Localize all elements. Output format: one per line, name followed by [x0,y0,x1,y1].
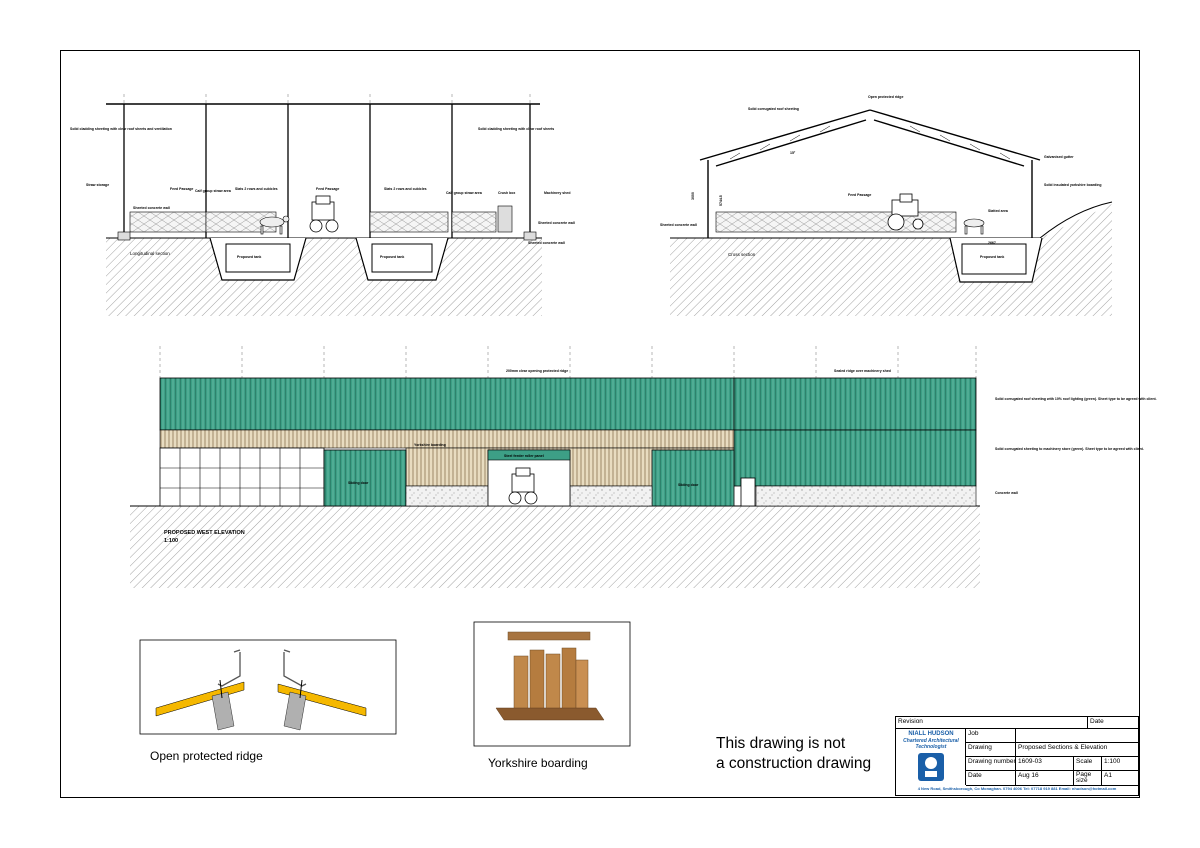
section-label: Calf group straw area [195,189,231,193]
elevation-scale: 1:100 [164,538,178,544]
section-label: Feed Passage [170,187,193,191]
section-note: Solid corrugated roof sheeting [748,107,799,111]
boarding-detail [473,621,631,747]
section-label: Sheeted concrete wall [528,241,565,245]
firm-address: 4 New Road, Smithsborough, Co Monaghan. … [917,786,1117,791]
elevation-note: Solid corrugated roof sheeting with 10% … [995,397,1157,401]
tank-label: Proposed tank [980,255,1004,259]
elevation-note: Sealed ridge over machinery shed [834,369,891,373]
firm-name: NIALL HUDSON [908,731,954,737]
cross-section-title: Cross section [728,252,756,257]
dimension-label: 5744.5 [719,195,723,206]
drawing-sheet [60,50,1140,798]
drawing-label: Drawing [966,743,1016,757]
section-label: Sheeted concrete wall [133,206,170,210]
title-block: Revision Date NIALL HUDSON Chartered Arc… [895,716,1139,796]
elevation-note: 200mm clear opening protected ridge [506,369,568,373]
dimension-label: 15° [790,151,796,155]
cross-section: Cross section Feed Passage Proposed tank… [660,95,1113,316]
dimension-label: 3000 [691,192,695,200]
section-label: Sheeted concrete wall [538,221,575,225]
section-note: Solid cladding sheeting with clear roof … [478,127,554,131]
date-label: Date [966,771,1016,786]
section-label: Slatted area [988,209,1008,213]
date-header-cell: Date [1088,717,1138,729]
dimension-label: 2667 [988,241,996,245]
elevation-note: Concrete wall [995,491,1018,495]
section-label: Machinery shed [544,191,570,195]
longitudinal-section: Longitudinal section Proposed tank Propo… [70,94,575,316]
page-size-label: Page size [1074,771,1102,786]
firm-logo: NIALL HUDSON Chartered Architectural Tec… [896,729,966,785]
west-elevation: PROPOSED WEST ELEVATION 1:100 200mm clea… [130,346,1157,588]
job-value [1016,729,1138,743]
section-label: Calf group straw area [446,191,482,195]
elevation-title: PROPOSED WEST ELEVATION [164,530,245,536]
job-label: Job [966,729,1016,743]
drawing-value: Proposed Sections & Elevation [1016,743,1138,757]
section-label: Feed Passage [316,187,339,191]
boarding-caption: Yorkshire boarding [488,756,588,770]
date-value: Aug 16 [1016,771,1074,786]
longitudinal-section-title: Longitudinal section [130,251,170,256]
section-note: Solid cladding sheeting with clear roof … [70,127,172,131]
notice-line-2: a construction drawing [716,755,872,772]
tank-label: Proposed tank [380,255,404,259]
scale-label: Scale [1074,757,1102,771]
door-label: Sliding door [348,481,369,485]
drawing-number-label: Drawing number [966,757,1016,771]
firm-emblem-icon [918,753,944,781]
section-label: Straw storage [86,183,109,187]
elevation-note: Yorkshire boarding [414,443,446,447]
section-note: Solid insulated yorkshire boarding [1044,183,1102,187]
scale-value: 1:100 [1102,757,1138,771]
section-label: Galvanised gutter [1044,155,1074,159]
drawing-number-value: 1609-03 [1016,757,1074,771]
section-label: Feed Passage [848,193,871,197]
ridge-detail [139,639,397,735]
panel-label: Steel feeder roller panel [504,454,544,458]
section-label: Open protected ridge [868,95,903,99]
tank-label: Proposed tank [237,255,261,259]
section-label: Sheeted concrete wall [660,223,697,227]
page-size-value: A1 [1102,771,1138,786]
door-label: Sliding door [678,483,699,487]
section-label: Slats 2 rows and cubicles [235,187,278,191]
firm-subtitle: Chartered Architectural Technologist [903,738,959,750]
section-label: Slats 2 rows and cubicles [384,187,427,191]
section-label: Crush box [498,191,515,195]
construction-notice: This drawing is not a construction drawi… [716,734,871,774]
revision-cell: Revision [896,717,1088,729]
notice-line-1: This drawing is not [716,735,846,752]
elevation-note: Solid corrugated sheeting to machinery s… [995,447,1144,451]
ridge-caption: Open protected ridge [150,749,263,763]
